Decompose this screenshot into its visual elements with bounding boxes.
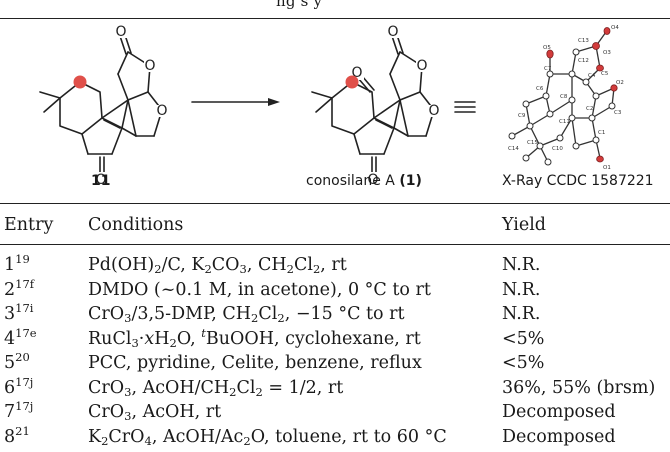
- table-body: 119 Pd(OH)2/C, K2CO3, CH2Cl2, rt N.R. 21…: [0, 244, 670, 450]
- table-row: 717j CrO3, AcOH, rt Decomposed: [0, 400, 670, 425]
- header-fragment: ng s y: [276, 0, 323, 10]
- entry-cell: 520: [4, 350, 30, 374]
- yield-cell: <5%: [502, 353, 545, 374]
- conditions-cell: DMDO (~0.1 M, in acetone), 0 °C to rt: [88, 279, 431, 300]
- entry-cell: 417e: [4, 325, 37, 349]
- conditions-cell: CrO3, AcOH/CH2Cl2 = 1/2, rt: [88, 377, 344, 399]
- conditions-cell: K2CrO4, AcOH/Ac2O, toluene, rt to 60 °C: [88, 426, 447, 448]
- svg-text:O: O: [95, 172, 106, 188]
- table-row: 317i CrO3/3,5-DMP, CH2Cl2, −15 °C to rt …: [0, 302, 670, 327]
- reaction-scheme: O O O O O O O O O: [0, 22, 670, 200]
- svg-text:C9: C9: [518, 113, 526, 119]
- header-yield: Yield: [502, 215, 546, 235]
- svg-text:O: O: [416, 58, 427, 74]
- svg-text:C1: C1: [598, 130, 605, 136]
- product-structure: [311, 34, 435, 179]
- entry-cell: 217f: [4, 276, 35, 300]
- svg-text:O: O: [351, 65, 362, 81]
- svg-text:C11: C11: [559, 119, 570, 125]
- svg-text:C3: C3: [614, 110, 622, 116]
- table-row: 617j CrO3, AcOH/CH2Cl2 = 1/2, rt 36%, 55…: [0, 376, 670, 401]
- table-row: 217f DMDO (~0.1 M, in acetone), 0 °C to …: [0, 278, 670, 303]
- highlight-atom-right: [345, 75, 359, 89]
- yield-cell: N.R.: [502, 255, 541, 276]
- svg-text:O4: O4: [611, 25, 619, 31]
- svg-text:C4: C4: [588, 73, 596, 79]
- conditions-cell: PCC, pyridine, Celite, benzene, reflux: [88, 353, 422, 374]
- yield-cell: N.R.: [502, 279, 541, 300]
- svg-text:O: O: [367, 172, 378, 188]
- entry-cell: 821: [4, 423, 30, 447]
- svg-text:C12: C12: [578, 58, 589, 64]
- scheme-bottom-rule: [0, 203, 670, 204]
- table-row: 520 PCC, pyridine, Celite, benzene, refl…: [0, 351, 670, 376]
- entry-cell: 717j: [4, 399, 34, 423]
- svg-text:C13: C13: [578, 38, 589, 44]
- svg-text:O: O: [387, 24, 398, 40]
- svg-text:O3: O3: [603, 50, 611, 56]
- entry-cell: 617j: [4, 374, 34, 398]
- entry-cell: 317i: [4, 301, 34, 325]
- arrow-head: [268, 98, 280, 106]
- svg-text:O2: O2: [616, 80, 624, 86]
- svg-text:O: O: [156, 103, 167, 119]
- table-row: 119 Pd(OH)2/C, K2CO3, CH2Cl2, rt N.R.: [0, 245, 670, 278]
- yield-cell: N.R.: [502, 304, 541, 325]
- conditions-table: Entry Conditions Yield 119 Pd(OH)2/C, K2…: [0, 210, 670, 449]
- svg-text:O: O: [428, 103, 439, 119]
- svg-text:O: O: [115, 24, 126, 40]
- label-conosilane-a: conosilane A (1): [306, 173, 422, 189]
- svg-text:C10: C10: [552, 146, 563, 152]
- table-row: 417e RuCl3·xH2O, tBuOOH, cyclohexane, rt…: [0, 327, 670, 352]
- svg-text:O: O: [144, 58, 155, 74]
- conditions-cell: RuCl3·xH2O, tBuOOH, cyclohexane, rt: [88, 325, 421, 350]
- xray-atoms: [508, 27, 618, 166]
- yield-cell: <5%: [502, 328, 545, 349]
- header-conditions: Conditions: [88, 215, 184, 235]
- svg-text:O5: O5: [543, 45, 551, 51]
- table-top-rule: [0, 18, 670, 19]
- svg-text:C14: C14: [508, 146, 519, 152]
- table-row: 821 K2CrO4, AcOH/Ac2O, toluene, rt to 60…: [0, 425, 670, 450]
- label-xray: X-Ray CCDC 1587221: [502, 173, 654, 189]
- table-header-row: Entry Conditions Yield: [0, 210, 670, 245]
- label-compound-11: 11: [91, 173, 111, 189]
- svg-text:C5: C5: [601, 71, 609, 77]
- yield-cell: Decomposed: [502, 402, 616, 423]
- svg-text:C7: C7: [544, 66, 552, 72]
- starting-material-structure: [39, 34, 163, 179]
- scheme-drawing: O O O O O O O O O: [39, 24, 624, 188]
- highlight-atom-left: [73, 75, 87, 89]
- conditions-cell: CrO3, AcOH, rt: [88, 402, 222, 424]
- svg-text:C2: C2: [586, 106, 593, 112]
- svg-text:C6: C6: [536, 86, 544, 92]
- svg-text:O1: O1: [603, 165, 611, 171]
- conditions-cell: CrO3/3,5-DMP, CH2Cl2, −15 °C to rt: [88, 304, 405, 326]
- svg-text:C8: C8: [560, 94, 568, 100]
- yield-cell: 36%, 55% (brsm): [502, 377, 656, 398]
- entry-cell: 119: [4, 252, 30, 276]
- svg-text:C15: C15: [527, 140, 538, 146]
- header-entry: Entry: [4, 215, 54, 235]
- conditions-cell: Pd(OH)2/C, K2CO3, CH2Cl2, rt: [88, 255, 347, 277]
- xray-atom-labels: O5 C13 O4 C12 O3 C7 C4 C5 C6 O2 C8 C2 C3…: [508, 25, 624, 171]
- yield-cell: Decomposed: [502, 426, 616, 447]
